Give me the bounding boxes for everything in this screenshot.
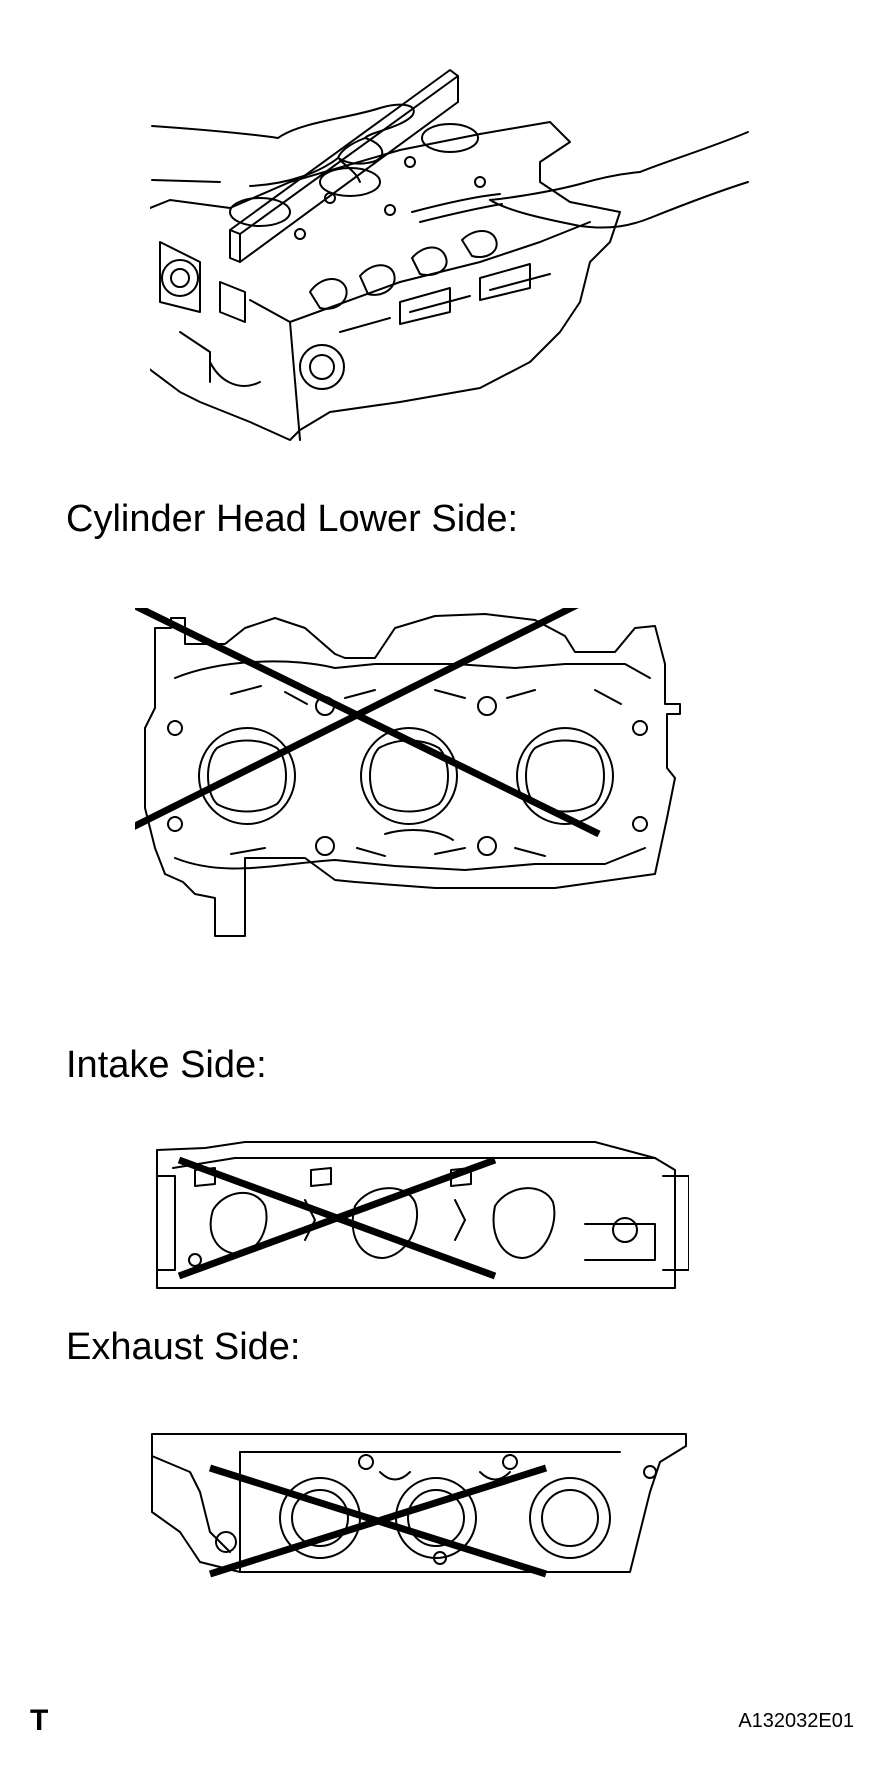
intake-side-illustration	[155, 1140, 689, 1290]
corner-mark: T	[30, 1704, 49, 1737]
figure-code: A132032E01	[738, 1710, 854, 1732]
straightedge-inspection-illustration	[150, 62, 750, 502]
lower-side-illustration	[135, 608, 690, 960]
lower-side-label: Cylinder Head Lower Side:	[66, 498, 519, 540]
exhaust-side-illustration	[150, 1432, 688, 1582]
intake-side-label: Intake Side:	[66, 1044, 267, 1086]
exhaust-side-label: Exhaust Side:	[66, 1326, 301, 1368]
